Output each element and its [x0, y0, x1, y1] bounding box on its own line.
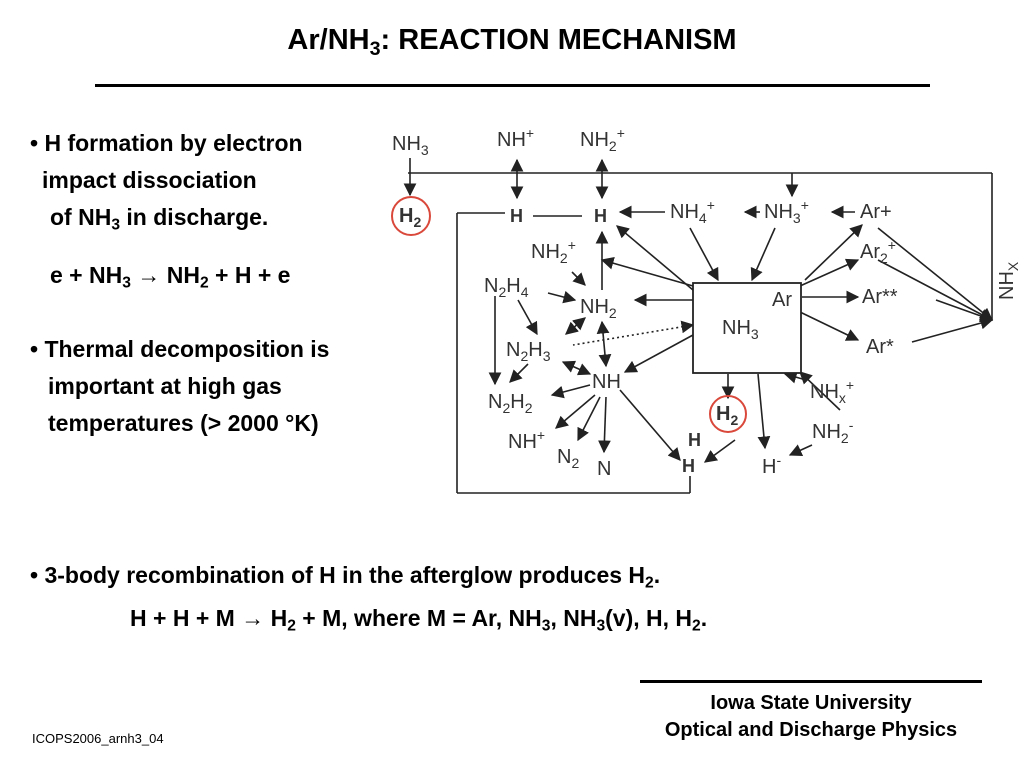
bullet-thermal-decomposition: • Thermal decomposition is important at … [30, 331, 329, 442]
species-ar2-plus: Ar2+ [860, 237, 896, 266]
h2-highlight-circle-low [709, 395, 747, 433]
box-label-nh3: NH3 [722, 317, 759, 342]
arrow-nh-n [598, 396, 611, 454]
arrow-box-nh2-plus [600, 257, 694, 287]
species-n2h3: N2H3 [506, 339, 551, 364]
arrow-box-to-h [616, 225, 694, 291]
arrow-box-ar2-plus [799, 258, 860, 287]
species-n2h4: N2H4 [484, 275, 529, 300]
bullet-thermal-line1: • Thermal decomposition is [30, 336, 330, 362]
footer-university: Iowa State University [710, 692, 912, 714]
arrow-nh2plus-nh2 [571, 271, 586, 286]
species-ar-star2: Ar** [862, 286, 898, 308]
arrow-n2h4-nh2 [547, 290, 577, 304]
species-nh3-plus: NH3+ [764, 197, 809, 226]
species-nh2-mid: NH2 [580, 296, 617, 321]
species-h-c: H [688, 430, 701, 450]
arrow-box-to-nh [623, 334, 694, 373]
page-title: Ar/NH3: REACTION MECHANISM [287, 24, 737, 60]
species-nh-plus-low: NH+ [508, 427, 545, 453]
species-h-a: H [510, 206, 523, 226]
arrow-nhx-ar-plus [877, 227, 993, 321]
species-nhx-plus: NHx+ [810, 377, 854, 406]
species-h2-low: H2 [716, 403, 738, 428]
arrow-nh2-minus-to-box [799, 371, 841, 411]
title-divider [95, 84, 930, 87]
bullet-h-formation: • H formation by electron impact dissoci… [30, 125, 303, 236]
bullet-h-formation-line1: • H formation by electron [30, 130, 303, 156]
arrow-nh2-n2h3 [565, 317, 586, 335]
species-h-b: H [594, 206, 607, 226]
arrow-nh2-nh [596, 320, 612, 368]
species-h-minus: H- [762, 452, 781, 478]
arrow-n2h4-n2h3 [517, 299, 538, 336]
species-ar-plus: Ar+ [860, 201, 892, 223]
arrow-nh4-to-box [689, 227, 719, 282]
footer-group: Optical and Discharge Physics [664, 719, 958, 741]
equation-recombination: H + H + M → H2 + M, where M = Ar, NH3, N… [130, 605, 708, 635]
species-nh2-minus: NH2- [812, 417, 854, 446]
arrow-box-to-h-minus [757, 373, 771, 450]
arrow-nh-nhplus [555, 394, 596, 429]
arrow-nh3-plus-to-box [750, 227, 776, 282]
species-nhx: NHX [996, 261, 1021, 300]
bullet-recombination: • 3-body recombination of H in the after… [30, 562, 661, 592]
species-n2: N2 [557, 446, 579, 471]
bullet-h-formation-line2: impact dissociation [42, 167, 257, 193]
arrow-lines [403, 158, 994, 494]
arrow-n2h3-nh [561, 360, 592, 376]
arrow-nhx-ar-star2 [935, 299, 994, 323]
arrow-box-ar-star [799, 311, 860, 341]
footer-affiliation: Iowa State University Optical and Discha… [630, 690, 992, 744]
species-ar-star: Ar* [866, 336, 894, 358]
species-nh-mid: NH [592, 371, 621, 393]
species-h-d: H [682, 456, 695, 476]
species-nh3-top: NH3 [392, 133, 429, 158]
bullet-thermal-line3: temperatures (> 2000 °K) [48, 410, 319, 436]
arrow-nh-h [619, 389, 681, 461]
species-n: N [597, 458, 611, 480]
bullet-thermal-line2: important at high gas [48, 373, 282, 399]
arrow-ar-plus-to-box [804, 224, 863, 281]
footer-divider [640, 680, 982, 683]
species-labels: NH3 NH+ NH2+ H2 H H NH4+ NH3+ Ar+ Ar2+ A… [392, 125, 1021, 480]
species-h2-left: H2 [399, 205, 421, 230]
bullet-h-formation-line3: of NH3 in discharge. [50, 204, 269, 234]
arrow-n2h3-n2h2 [509, 363, 529, 383]
arrow-nh-n2h2 [550, 384, 591, 399]
arrow-nh-n2 [577, 396, 601, 442]
arrow-nhx-ar-star [911, 316, 994, 343]
box-label-ar: Ar [772, 289, 792, 311]
arrow-nhx-ar2-plus [877, 259, 994, 321]
h2-highlight-circle-left [391, 196, 431, 236]
arrow-box-n2h3-dotted [572, 320, 695, 346]
species-nh-plus-top: NH+ [497, 125, 534, 151]
species-nh2-plus-top: NH2+ [580, 125, 625, 154]
species-nh4-plus: NH4+ [670, 197, 715, 226]
central-box-ar-nh3 [692, 282, 802, 374]
equation-electron-impact: e + NH3 → NH2 + H + e [50, 262, 291, 292]
arrow-nh2-minus-to-h-minus [788, 444, 813, 457]
species-nh2-plus-mid: NH2+ [531, 237, 576, 266]
slide-id: ICOPS2006_arnh3_04 [32, 731, 164, 746]
arrow-h-h-pair [703, 439, 736, 463]
species-n2h2: N2H2 [488, 391, 533, 416]
